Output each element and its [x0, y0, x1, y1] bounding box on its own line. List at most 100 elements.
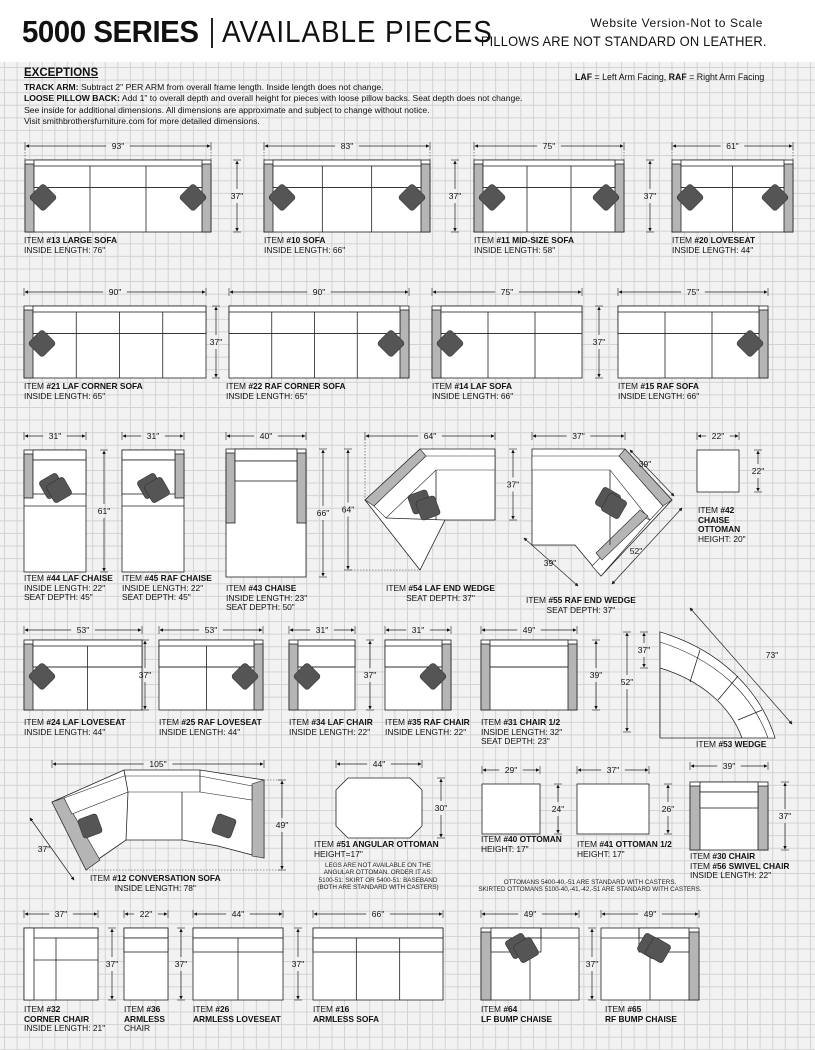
- arm: [23, 453, 34, 499]
- item-number: #54 LAF END WEDGE: [408, 583, 495, 593]
- item-number: #45 RAF CHAISE: [144, 573, 212, 583]
- item-detail: SEAT DEPTH: 45": [122, 592, 191, 603]
- height-dimension: 49": [276, 820, 288, 830]
- item-number: #53 WEDGE: [718, 739, 767, 749]
- item-number: #36: [146, 1004, 161, 1014]
- item-prefix: ITEM: [618, 381, 641, 391]
- height-dimension: 37": [779, 811, 791, 821]
- item-prefix: ITEM: [696, 739, 719, 749]
- right-arm: [251, 779, 265, 859]
- right-arm: [688, 931, 700, 1001]
- item-number: #44 LAF CHAISE: [46, 573, 113, 583]
- exceptions-heading: EXCEPTIONS: [24, 67, 99, 79]
- item-number: #14 LAF SOFA: [454, 381, 513, 391]
- arm-legend: LAF = Left Arm Facing, RAF = Right Arm F…: [575, 72, 764, 82]
- item-detail: CHAIR: [124, 1023, 151, 1034]
- item-detail: SEAT DEPTH: 37": [546, 604, 616, 615]
- item-detail: INSIDE LENGTH: 22": [122, 582, 204, 593]
- back-cushion: [312, 937, 444, 953]
- item-prefix: ITEM: [24, 1004, 47, 1014]
- height-dimension: 64": [342, 505, 354, 515]
- item-number: #40 OTTOMAN: [503, 834, 562, 844]
- width-dimension: 39": [723, 761, 735, 771]
- diagonal-dimension: 52": [630, 546, 642, 556]
- width-dimension: 75": [501, 287, 513, 297]
- exceptions-line-4: Visit smithbrothersfurniture.com for mor…: [24, 116, 260, 127]
- series-title: 5000 SERIES: [22, 14, 199, 49]
- item-number: #32: [46, 1004, 61, 1014]
- item-number: #12 CONVERSATION SOFA: [112, 873, 221, 883]
- item-prefix: ITEM: [526, 595, 549, 605]
- item-prefix: ITEM: [313, 1004, 336, 1014]
- item-prefix: ITEM: [226, 583, 249, 593]
- item-detail: SEAT DEPTH: 37": [406, 592, 475, 603]
- item-prefix: ITEM: [24, 717, 47, 727]
- height-dimension: 37": [449, 191, 461, 201]
- note-line: SKIRTED OTTOMANS 5100-40,-41,-42,-51 ARE…: [478, 886, 702, 894]
- item-detail: LF BUMP CHAISE: [481, 1013, 553, 1024]
- item-number: #15 RAF SOFA: [640, 381, 699, 391]
- item-prefix: ITEM: [474, 235, 497, 245]
- exceptions-line-3: See inside for additional dimensions. Al…: [24, 104, 430, 115]
- item-number: #10 SOFA: [286, 235, 326, 245]
- pillow: [419, 663, 447, 690]
- height-dimension: 37": [638, 645, 650, 655]
- width-dimension: 40": [260, 431, 272, 441]
- height-dimension: 39": [590, 670, 602, 680]
- arm: [174, 453, 185, 499]
- seam: [385, 517, 446, 521]
- right-arm: [757, 785, 769, 851]
- width-dimension: 105": [149, 759, 166, 769]
- back: [234, 448, 298, 462]
- item-number: #25 RAF LOVESEAT: [181, 717, 262, 727]
- item-detail: INSIDE LENGTH: 78": [114, 882, 196, 893]
- item-prefix: ITEM: [605, 1004, 628, 1014]
- pillow: [676, 184, 704, 211]
- item-number: #11 MID-SIZE SOFA: [496, 235, 575, 245]
- pillow-note: PILLOWS ARE NOT STANDARD ON LEATHER.: [481, 33, 767, 49]
- pillow: [211, 813, 237, 839]
- pillow: [231, 663, 259, 690]
- item-detail: INSIDE LENGTH: 76": [24, 244, 106, 255]
- pillow: [415, 495, 441, 521]
- item-detail: INSIDE LENGTH: 44": [24, 726, 106, 737]
- item-number: #21 LAF CORNER SOFA: [46, 381, 143, 391]
- item-detail: INSIDE LENGTH: 22": [690, 870, 772, 881]
- width-dimension: 61": [726, 141, 738, 151]
- pillow: [293, 663, 321, 690]
- legend-raf-text: = Right Arm Facing: [686, 72, 765, 82]
- item-prefix: ITEM: [122, 573, 145, 583]
- pillow: [478, 184, 506, 211]
- item-number: #30 CHAIR: [712, 851, 756, 861]
- back: [699, 781, 759, 793]
- track-arm-line: TRACK ARM: Subtract 2" PER ARM from over…: [24, 82, 584, 94]
- back-cushion: [123, 937, 169, 953]
- width-dimension: 44": [373, 759, 385, 769]
- width-dimension: 83": [341, 141, 353, 151]
- item-prefix: ITEM: [481, 717, 504, 727]
- back-cushion: [33, 165, 203, 189]
- item-number: #16: [335, 1004, 350, 1014]
- corner-chair: [23, 927, 99, 1001]
- height-dimension: 24": [552, 804, 564, 814]
- right-arm: [296, 452, 307, 524]
- item-detail: INSIDE LENGTH: 44": [159, 726, 241, 737]
- diagonal-dimension: 39": [639, 459, 651, 469]
- item-detail: INSIDE LENGTH: 66": [264, 244, 346, 255]
- right-arm: [567, 643, 578, 711]
- item-detail: INSIDE LENGTH: 65": [226, 390, 308, 401]
- item-detail: INSIDE LENGTH: 22": [385, 726, 467, 737]
- width-dimension: 49": [524, 909, 536, 919]
- diagonal-dim-line: [629, 449, 675, 497]
- height-dimension: 37": [292, 959, 304, 969]
- width-dimension: 64": [424, 431, 436, 441]
